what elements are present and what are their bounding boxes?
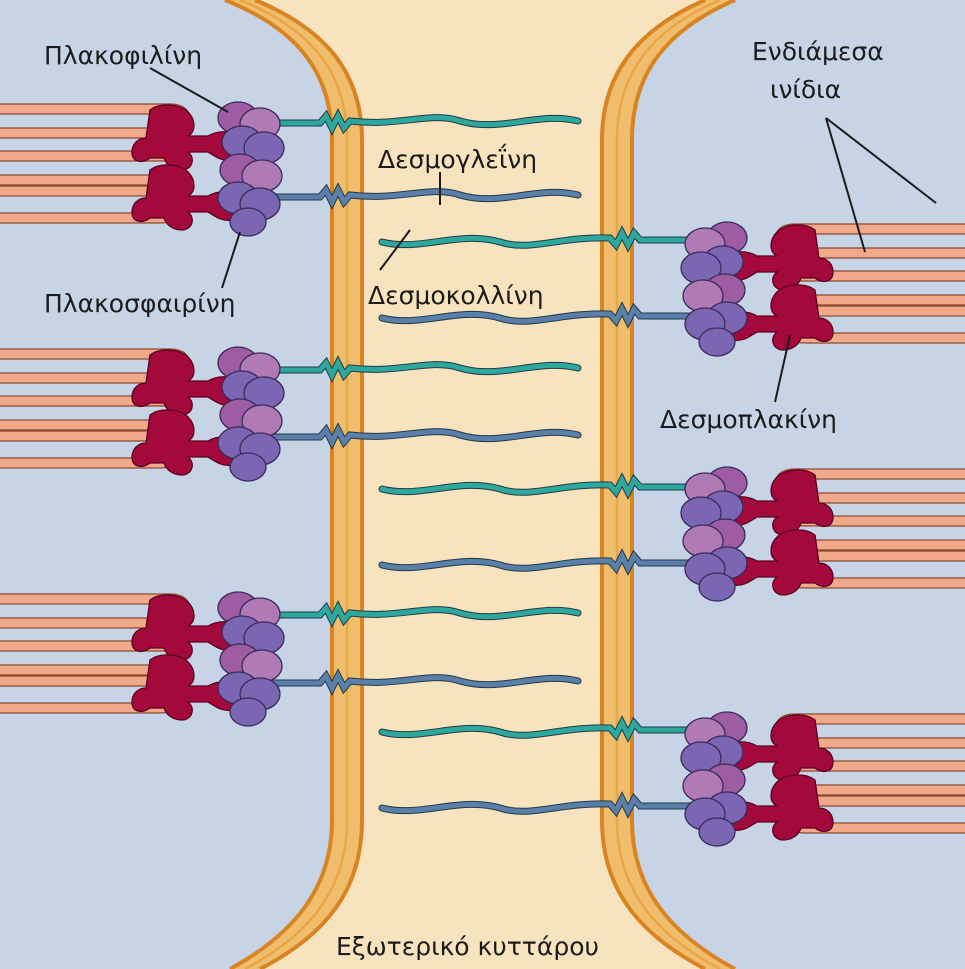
desmocollin-strand-left-2: [257, 184, 581, 208]
desmoplakin-leader: [774, 334, 791, 403]
desmoglein-strand-right-1: [379, 227, 708, 251]
plakoglobin-label: Πλακοσφαιρίνη: [44, 289, 236, 318]
desmoglein-strand-left-3: [257, 357, 581, 381]
desmoplakin-label: Δεσμοπλακίνη: [660, 405, 837, 434]
desmocollin-strand-right-2: [379, 303, 708, 327]
leader-lines: [149, 67, 937, 403]
desmoglein-label: Δεσμογλεΐνη: [378, 143, 537, 174]
desmocollin-leader: [379, 229, 411, 271]
desmoglein-strand-right-5: [379, 717, 708, 741]
desmocollin-strand-left-4: [257, 424, 581, 448]
plakoglobin-leader: [221, 231, 241, 289]
left-membrane: [224, 0, 364, 969]
desmocollin-strand-right-6: [379, 793, 708, 817]
plakophilin-leader: [149, 67, 229, 113]
desmocollin-label: Δεσμοκολλίνη: [368, 281, 544, 310]
desmocollin-strand-left-6: [257, 670, 581, 694]
desmoglein-strand-right-3: [379, 474, 708, 498]
desmoglein-strand-left-1: [257, 110, 581, 134]
intermediate-filaments-label-line2: ινίδια: [770, 75, 841, 104]
desmoglein-strand-left-5: [257, 602, 581, 626]
intermediate-leader-1: [825, 117, 866, 253]
intermediate-filaments-label-line1: Ενδιάμεσα: [752, 37, 884, 66]
extracellular-label: Εξωτερικό κυττάρου: [336, 932, 599, 961]
intermediate-leader-2: [825, 117, 937, 204]
cadherin-strands: [256, 108, 709, 819]
plakophilin-label: Πλακοφιλίνη: [44, 41, 202, 70]
desmocollin-strand-right-4: [379, 550, 708, 574]
